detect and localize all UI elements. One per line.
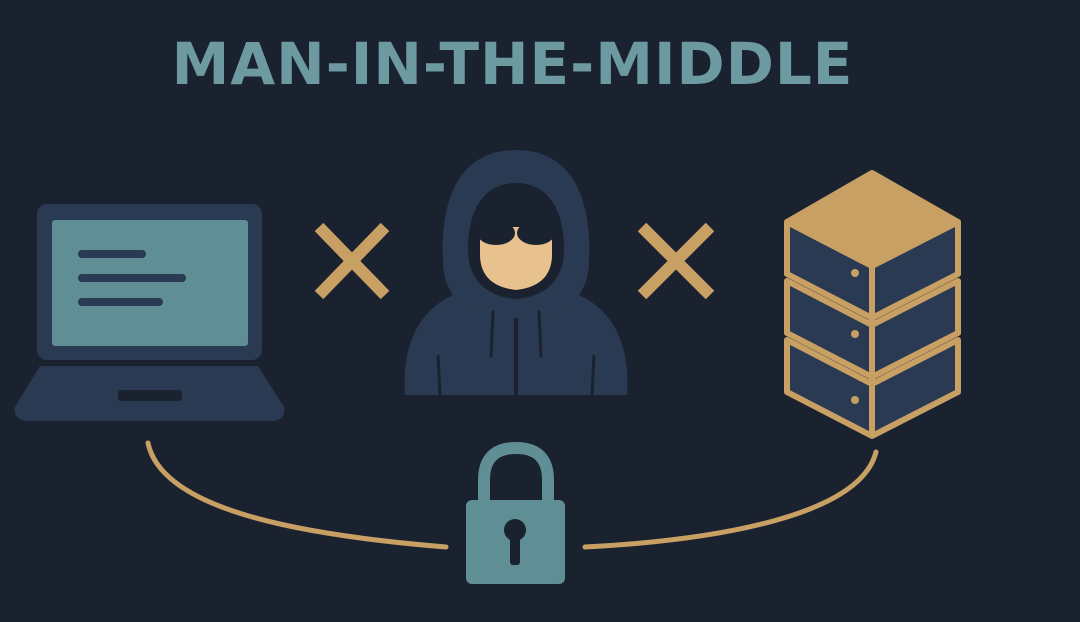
x-mark-icon (637, 222, 715, 300)
diagram-title: MAN-IN-THE-MIDDLE (171, 30, 854, 98)
server-stack-icon (784, 170, 961, 439)
secure-connection-line (145, 440, 879, 550)
laptop-icon (14, 204, 285, 421)
padlock-icon (466, 441, 565, 584)
hacker-icon (404, 150, 628, 396)
x-mark-icon (314, 222, 390, 300)
server-status-leds (851, 269, 859, 404)
